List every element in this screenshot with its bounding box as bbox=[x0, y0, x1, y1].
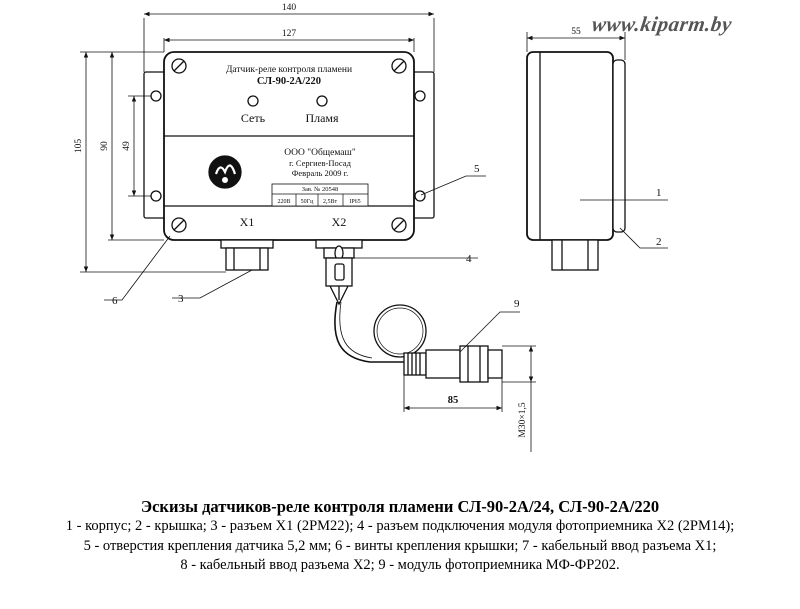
led-power-icon bbox=[247, 95, 259, 107]
serial-number: Зав. № 20548 bbox=[302, 186, 339, 193]
spec-power: 2,5Вт bbox=[323, 199, 338, 205]
callout-1: 1 bbox=[656, 187, 662, 199]
led-flame-label: Пламя bbox=[305, 111, 339, 125]
cover-screw-icon bbox=[391, 58, 407, 74]
device-title-line1: Датчик-реле контроля пламени bbox=[226, 65, 352, 75]
callout-9: 9 bbox=[514, 298, 520, 310]
cover-screw-icon bbox=[391, 217, 407, 233]
caption-legend-line2: 5 - отверстия крепления датчика 5,2 мм; … bbox=[83, 538, 717, 554]
connector-x1-label: X1 bbox=[240, 215, 255, 229]
front-view bbox=[143, 51, 503, 383]
spec-ip-rating: IP65 bbox=[349, 199, 360, 205]
side-cover bbox=[612, 59, 626, 233]
dimension-lines bbox=[80, 11, 626, 452]
dim-90: 90 bbox=[100, 141, 110, 151]
side-connector bbox=[551, 239, 599, 271]
leader-lines bbox=[104, 175, 668, 353]
dim-127: 127 bbox=[282, 29, 297, 39]
led-power-label: Сеть bbox=[241, 111, 266, 125]
dim-55: 55 bbox=[571, 27, 581, 37]
mount-hole-icon bbox=[414, 90, 426, 102]
photo-sensor-module bbox=[403, 345, 503, 383]
callout-4: 4 bbox=[466, 253, 472, 265]
dim-105: 105 bbox=[74, 139, 84, 154]
led-flame-icon bbox=[316, 95, 328, 107]
side-view bbox=[526, 51, 626, 271]
caption-title: Эскизы датчиков-реле контроля пламени СЛ… bbox=[140, 497, 660, 516]
cover-screw-icon bbox=[171, 58, 187, 74]
mount-hole-icon bbox=[414, 190, 426, 202]
sensor-cable bbox=[334, 301, 406, 363]
dim-85: 85 bbox=[448, 395, 459, 406]
maker-logo-icon bbox=[208, 155, 242, 189]
dim-140: 140 bbox=[282, 3, 297, 13]
dim-thread: M30×1,5 bbox=[518, 402, 528, 437]
dim-49: 49 bbox=[122, 141, 132, 151]
callout-2: 2 bbox=[656, 236, 662, 248]
connector-x2-label: X2 bbox=[332, 215, 347, 229]
caption-legend-line3: 8 - кабельный ввод разъема X2; 9 - модул… bbox=[180, 557, 620, 573]
cover-screw-icon bbox=[171, 217, 187, 233]
cable-coil bbox=[373, 304, 427, 358]
connector-x1 bbox=[220, 239, 274, 249]
spec-voltage: 220В bbox=[277, 199, 290, 205]
maker-date: Февраль 2009 г. bbox=[292, 168, 349, 178]
caption-legend-line1: 1 - корпус; 2 - крышка; 3 - разъем X1 (2… bbox=[65, 518, 735, 534]
spec-frequency: 50Гц bbox=[301, 199, 314, 205]
callout-3: 3 bbox=[178, 293, 184, 305]
device-title-line2: СЛ-90-2А/220 bbox=[257, 76, 321, 87]
maker-name: ООО "Общемаш" bbox=[284, 147, 356, 158]
callout-6: 6 bbox=[112, 295, 118, 307]
callout-5: 5 bbox=[474, 163, 480, 175]
maker-city: г. Сергиев-Посад bbox=[289, 158, 351, 168]
